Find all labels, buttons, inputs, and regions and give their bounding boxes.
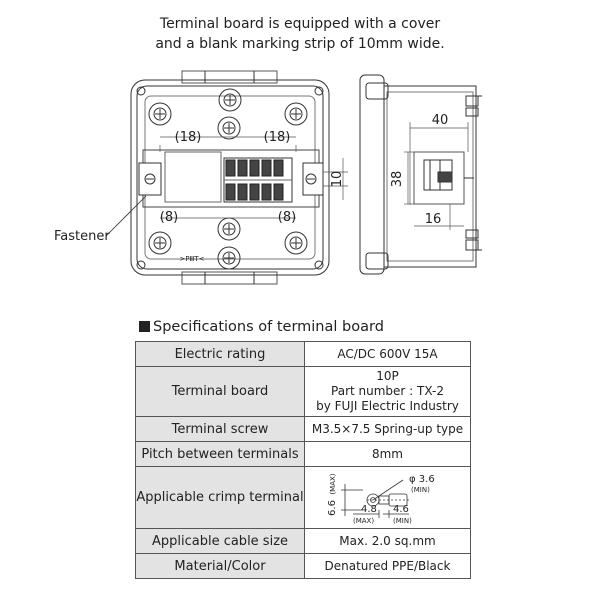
dim-side-depth: 16 xyxy=(425,212,442,227)
side-view xyxy=(359,74,482,275)
spec-label: Terminal board xyxy=(135,366,305,417)
crimp-phi-value: φ 3.6 xyxy=(409,474,435,485)
spec-title: Specifications of terminal board xyxy=(139,319,384,335)
spec-value-line: 8mm xyxy=(371,446,403,461)
dim-top-left: (18) xyxy=(175,130,202,145)
logo-text: >PⅢT< xyxy=(179,255,204,263)
spec-value-line: Max. 2.0 sq.mm xyxy=(339,533,436,548)
spec-value: 8mm xyxy=(304,441,471,467)
spec-label: Applicable crimp terminal xyxy=(135,466,305,529)
crimp-height: 6.6 xyxy=(327,500,338,516)
dim-bottom-left: (8) xyxy=(160,210,178,225)
crimp-height-note: (MAX) xyxy=(329,473,337,494)
table-row: Applicable crimp terminal xyxy=(135,466,471,529)
spec-label: Terminal screw xyxy=(135,416,305,442)
spec-value-line: AC/DC 600V 15A xyxy=(337,346,438,361)
terminal-block xyxy=(223,157,293,203)
spec-value-line: 10P xyxy=(376,369,399,383)
table-row: Terminal screw M3.5×7.5 Spring-up type xyxy=(135,416,471,442)
spec-value: AC/DC 600V 15A xyxy=(304,341,471,367)
spec-label: Electric rating xyxy=(135,341,305,367)
spec-value: Max. 2.0 sq.mm xyxy=(304,528,471,554)
spec-label: Pitch between terminals xyxy=(135,441,305,467)
spec-table: Electric rating AC/DC 600V 15A Terminal … xyxy=(135,341,471,579)
spec-value: Denatured PPE/Black xyxy=(304,553,471,579)
spec-value: 10P Part number : TX-2 by FUJI Electric … xyxy=(304,366,471,417)
crimp-terminal-diagram: φ 3.6 (MIN) 6.6 (MAX) 4.8 (MAX) 4.6 (MIN… xyxy=(327,473,435,525)
table-row: Electric rating AC/DC 600V 15A xyxy=(135,341,471,367)
caption-line-2: and a blank marking strip of 10mm wide. xyxy=(155,36,445,52)
spec-title-text: Specifications of terminal board xyxy=(153,319,384,335)
front-view xyxy=(105,70,348,285)
dim-strip: 10 xyxy=(330,171,345,188)
spec-value: φ 3.6 (MIN) 6.6 (MAX) 4.8 (MAX) 4.6 (MIN… xyxy=(304,466,471,529)
crimp-phi-note: (MIN) xyxy=(411,486,430,494)
caption-line-1: Terminal board is equipped with a cover xyxy=(159,16,441,32)
crimp-len-a-note: (MAX) xyxy=(353,517,374,525)
table-row: Material/Color Denatured PPE/Black xyxy=(135,553,471,579)
technical-drawing: (18) (18) (8) (8) 10 Fastener >PⅢT< xyxy=(54,70,482,285)
table-row: Pitch between terminals 8mm xyxy=(135,441,471,467)
spec-value: M3.5×7.5 Spring-up type xyxy=(304,416,471,442)
spec-value-line: M3.5×7.5 Spring-up type xyxy=(311,421,464,436)
crimp-len-b: 4.6 xyxy=(393,504,409,515)
spec-value-line: Part number : TX-2 xyxy=(331,384,444,398)
spec-label: Material/Color xyxy=(135,553,305,579)
screw-bosses xyxy=(148,88,308,270)
spec-value-line: Denatured PPE/Black xyxy=(324,558,451,573)
crimp-len-b-note: (MIN) xyxy=(393,517,412,525)
dim-bottom-right: (8) xyxy=(278,210,296,225)
dim-top-right: (18) xyxy=(264,130,291,145)
dim-side-width: 40 xyxy=(432,113,449,128)
fastener-label: Fastener xyxy=(54,229,110,244)
table-row: Applicable cable size Max. 2.0 sq.mm xyxy=(135,528,471,554)
square-bullet-icon xyxy=(139,321,150,332)
spec-label: Applicable cable size xyxy=(135,528,305,554)
crimp-len-a: 4.8 xyxy=(361,504,377,515)
table-row: Terminal board 10P Part number : TX-2 by… xyxy=(135,366,471,417)
spec-value-line: by FUJI Electric Industry xyxy=(316,399,459,413)
dim-side-height: 38 xyxy=(390,171,405,188)
caption: Terminal board is equipped with a cover … xyxy=(0,14,600,54)
